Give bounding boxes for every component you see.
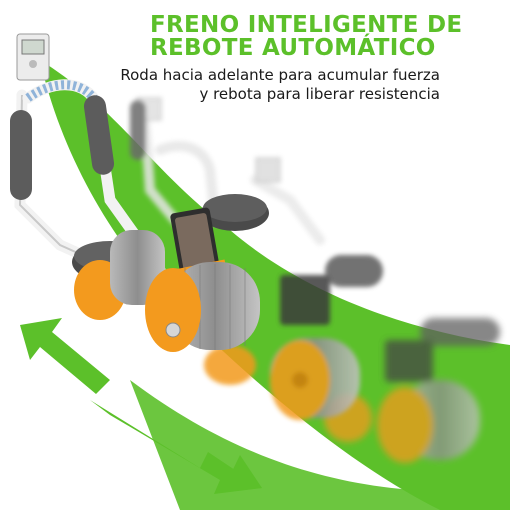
subtitle: Roda hacia adelante para acumular fuerza… [0, 66, 510, 104]
subtitle-line-2: y rebota para liberar resistencia [199, 85, 440, 103]
ab-roller-ghost-far [324, 318, 500, 463]
title-line-1: FRENO INTELIGENTE DE [150, 12, 463, 38]
headline-block: FRENO INTELIGENTE DE REBOTE AUTOMÁTICO R… [0, 14, 510, 104]
arrow-down-right-icon [90, 400, 262, 494]
arrow-up-left-icon [20, 318, 110, 394]
subtitle-line-1: Roda hacia adelante para acumular fuerza [120, 66, 440, 84]
timer-display-icon [16, 33, 50, 81]
title-line-2: REBOTE AUTOMÁTICO [150, 35, 436, 61]
ab-roller-ghost-near [130, 97, 220, 225]
ab-roller-main [10, 33, 269, 352]
page-title: FRENO INTELIGENTE DE REBOTE AUTOMÁTICO [0, 14, 510, 60]
ab-roller-ghost-mid [204, 157, 383, 420]
